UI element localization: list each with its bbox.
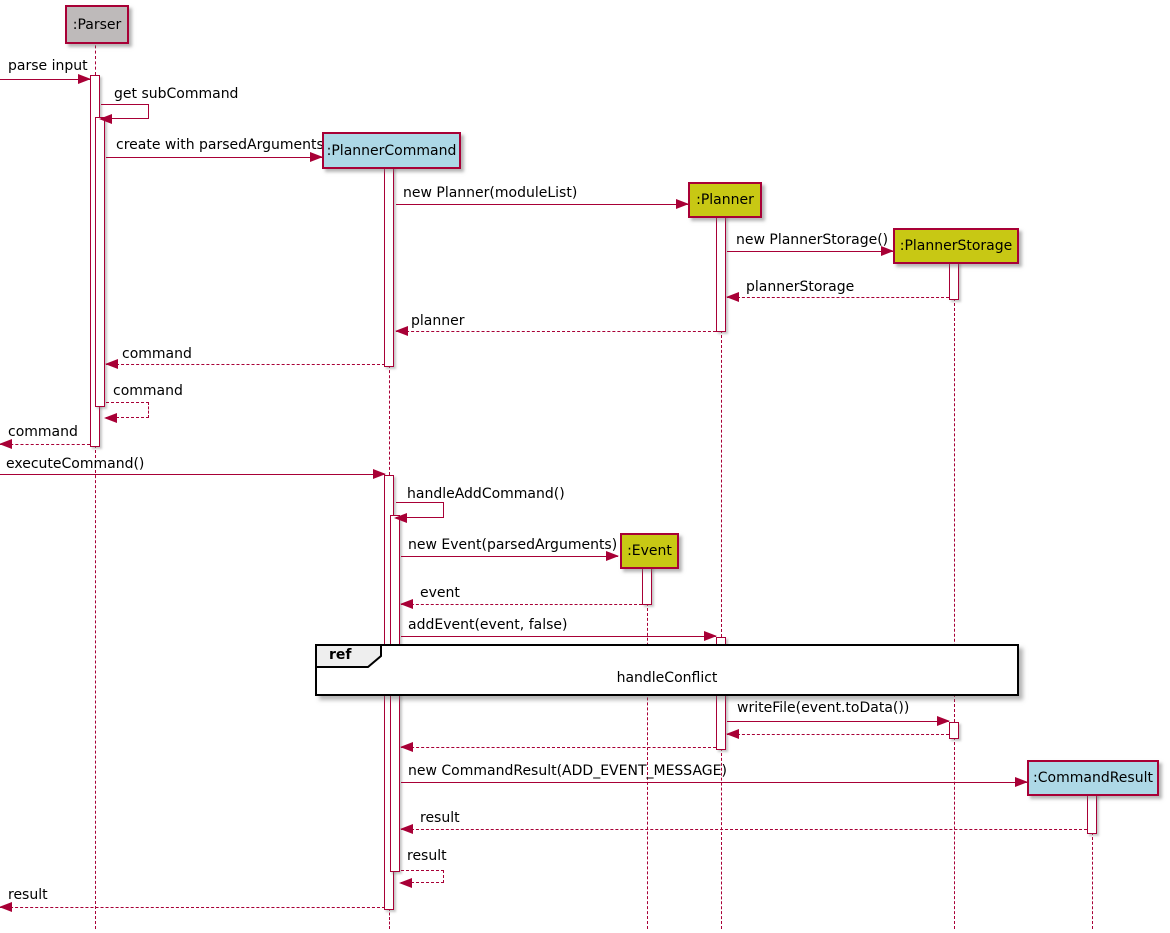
message-label-new-planner-storage: new PlannerStorage()	[736, 232, 889, 248]
participant-planner-command-label: :PlannerCommand	[326, 142, 457, 159]
arrowhead-icon	[704, 631, 717, 641]
arrowhead-icon	[400, 742, 413, 752]
return-arrow-write-file	[726, 729, 949, 739]
participant-parser-label: :Parser	[72, 16, 122, 33]
participant-command-result-label: :CommandResult	[1033, 770, 1153, 786]
participant-planner-storage-label: :PlannerStorage	[899, 238, 1013, 254]
message-label-command-return-3: command	[8, 424, 78, 440]
arrowhead-icon	[310, 152, 323, 162]
participant-planner: :Planner	[688, 182, 762, 218]
activation-parser-nested	[95, 117, 105, 407]
lifeline-planner-command	[389, 908, 390, 929]
lifeline-parser	[95, 445, 96, 929]
message-arrow-new-command-result	[401, 777, 1028, 787]
participant-parser: :Parser	[65, 5, 129, 44]
participant-planner-label: :Planner	[696, 192, 754, 208]
message-label-execute-command: executeCommand()	[6, 456, 145, 472]
lifeline-event	[647, 603, 648, 929]
selfreturn-result	[399, 870, 444, 888]
arrowhead-icon	[400, 824, 413, 834]
arrowhead-icon	[676, 199, 689, 209]
lifeline-parser	[95, 40, 96, 75]
message-label-new-command-result: new CommandResult(ADD_EVENT_MESSAGE)	[408, 763, 727, 779]
message-label-new-event: new Event(parsedArguments)	[408, 537, 618, 553]
arrowhead-icon	[606, 551, 619, 561]
activation-command-result	[1087, 792, 1097, 834]
participant-event: :Event	[620, 533, 679, 569]
message-label-result-return-2: result	[407, 848, 447, 864]
arrowhead-icon	[0, 902, 12, 912]
message-label-planner-storage-return: plannerStorage	[746, 279, 855, 295]
participant-planner-command: :PlannerCommand	[322, 132, 461, 169]
ref-frame-title: handleConflict	[616, 670, 718, 686]
message-label-result-return-3: result	[8, 887, 48, 903]
arrowhead-icon	[1015, 777, 1028, 787]
arrowhead-icon	[104, 413, 117, 423]
arrowhead-icon	[881, 246, 894, 256]
message-arrow-parse-input	[0, 74, 91, 84]
return-arrow-planner	[395, 326, 716, 336]
ref-frame-tag: ref	[315, 644, 385, 670]
activation-planner-create	[716, 214, 726, 332]
message-label-result-return-1: result	[420, 810, 460, 826]
selfcall-get-sub-command	[99, 104, 149, 124]
activation-planner-command-create	[384, 165, 394, 367]
message-label-write-file: writeFile(event.toData())	[737, 700, 910, 716]
lifeline-planner-storage	[954, 298, 955, 722]
message-label-event-return: event	[420, 585, 460, 601]
activation-planner-storage-writefile	[949, 722, 959, 739]
arrowhead-icon	[99, 114, 112, 124]
return-arrow-planner-storage	[726, 292, 949, 302]
arrowhead-icon	[726, 729, 739, 739]
lifeline-planner-command	[389, 365, 390, 475]
message-label-parse-input: parse input	[8, 58, 88, 74]
activation-event	[642, 565, 652, 605]
ref-frame: ref handleConflict	[315, 644, 1019, 696]
message-arrow-create-planner-command	[106, 152, 323, 162]
lifeline-command-result	[1092, 832, 1093, 929]
return-arrow-command-1	[105, 359, 385, 369]
message-label-command-return-2: command	[113, 383, 183, 399]
return-arrow-command-3	[0, 439, 90, 449]
return-arrow-result-3	[0, 902, 385, 912]
lifeline-planner	[721, 748, 722, 929]
arrowhead-icon	[395, 326, 408, 336]
arrowhead-icon	[78, 74, 91, 84]
message-label-handle-add-command: handleAddCommand()	[407, 486, 565, 502]
return-arrow-result-1	[400, 824, 1087, 834]
message-arrow-new-planner	[396, 199, 689, 209]
message-label-command-return-1: command	[122, 346, 192, 362]
participant-planner-storage: :PlannerStorage	[893, 228, 1019, 264]
arrowhead-icon	[726, 292, 739, 302]
lifeline-planner-storage	[954, 737, 955, 929]
message-arrow-execute-command	[0, 469, 386, 479]
return-arrow-event	[400, 599, 642, 609]
arrowhead-icon	[400, 599, 413, 609]
message-arrow-new-event	[401, 551, 619, 561]
participant-command-result: :CommandResult	[1027, 760, 1159, 796]
message-label-get-sub-command: get subCommand	[114, 86, 239, 102]
message-arrow-write-file	[727, 716, 950, 726]
arrowhead-icon	[394, 513, 407, 523]
arrowhead-icon	[373, 469, 386, 479]
lifeline-planner	[721, 330, 722, 637]
ref-tag-label: ref	[329, 647, 352, 663]
selfcall-handle-add-command	[394, 502, 444, 523]
activation-planner-storage-create	[949, 260, 959, 300]
arrowhead-icon	[105, 359, 118, 369]
message-arrow-new-planner-storage	[727, 246, 894, 256]
message-label-add-event: addEvent(event, false)	[408, 617, 568, 633]
return-arrow-add-event	[400, 742, 716, 752]
message-arrow-add-event	[401, 631, 717, 641]
ref-tag-shape-icon	[315, 644, 382, 668]
message-label-new-planner: new Planner(moduleList)	[403, 185, 578, 201]
selfreturn-command	[104, 402, 149, 423]
participant-event-label: :Event	[627, 543, 672, 559]
arrowhead-icon	[399, 878, 412, 888]
arrowhead-icon	[0, 439, 12, 449]
arrowhead-icon	[937, 716, 950, 726]
message-label-planner-return: planner	[411, 313, 465, 329]
message-label-create: create with parsedArguments	[116, 137, 324, 153]
